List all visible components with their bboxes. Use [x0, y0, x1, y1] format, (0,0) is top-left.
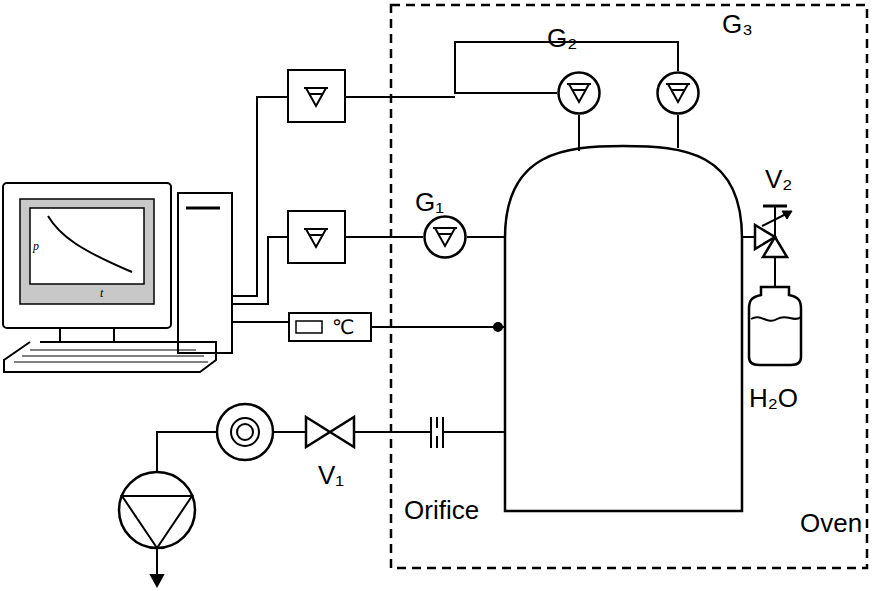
node-label: H₂O — [749, 385, 798, 411]
signal-wire — [345, 96, 455, 98]
node-label: G₃ — [722, 11, 753, 37]
signal-wire — [232, 321, 288, 323]
node-label: G₁ — [415, 189, 444, 215]
transducer-box — [288, 211, 345, 263]
valve-symbol — [306, 417, 354, 447]
node-label: ℃ — [332, 317, 354, 337]
axis-label: p — [33, 240, 39, 252]
orifice-symbol — [431, 417, 443, 448]
water-reservoir: H₂O — [747, 285, 803, 367]
gauge-stem — [677, 115, 679, 148]
pipe — [355, 431, 431, 433]
thermocouple-wire — [372, 326, 505, 328]
temperature-display: ℃ — [288, 312, 372, 342]
thermocouple-tip — [494, 323, 502, 331]
computer — [3, 183, 232, 372]
pipe — [742, 236, 755, 238]
pressure-gauge: G₁ — [423, 215, 467, 259]
signal-wire — [345, 236, 423, 238]
region-label: Oven — [800, 510, 862, 536]
transducer-box — [288, 70, 345, 122]
pipe — [273, 431, 306, 433]
vessel — [505, 146, 742, 511]
pressure-gauge: G₂ — [557, 71, 601, 115]
part-label: Orifice — [404, 497, 479, 523]
turbo-pump — [217, 404, 273, 460]
gauge-stem — [467, 236, 505, 238]
signal-wire — [232, 237, 288, 304]
valve-label: V₂ — [765, 166, 792, 192]
signal-wire — [232, 97, 288, 296]
pipe — [774, 257, 776, 286]
pipe — [157, 432, 217, 472]
pipe — [443, 431, 505, 433]
axis-label: t — [100, 287, 103, 299]
oven-boundary — [391, 5, 867, 568]
pressure-gauge: G₃ — [656, 71, 700, 115]
needle-valve — [755, 206, 792, 257]
node-label: G₂ — [547, 25, 577, 51]
gauge-stem — [578, 115, 580, 151]
rough-pump — [119, 472, 195, 586]
valve-label: V₁ — [318, 462, 344, 488]
